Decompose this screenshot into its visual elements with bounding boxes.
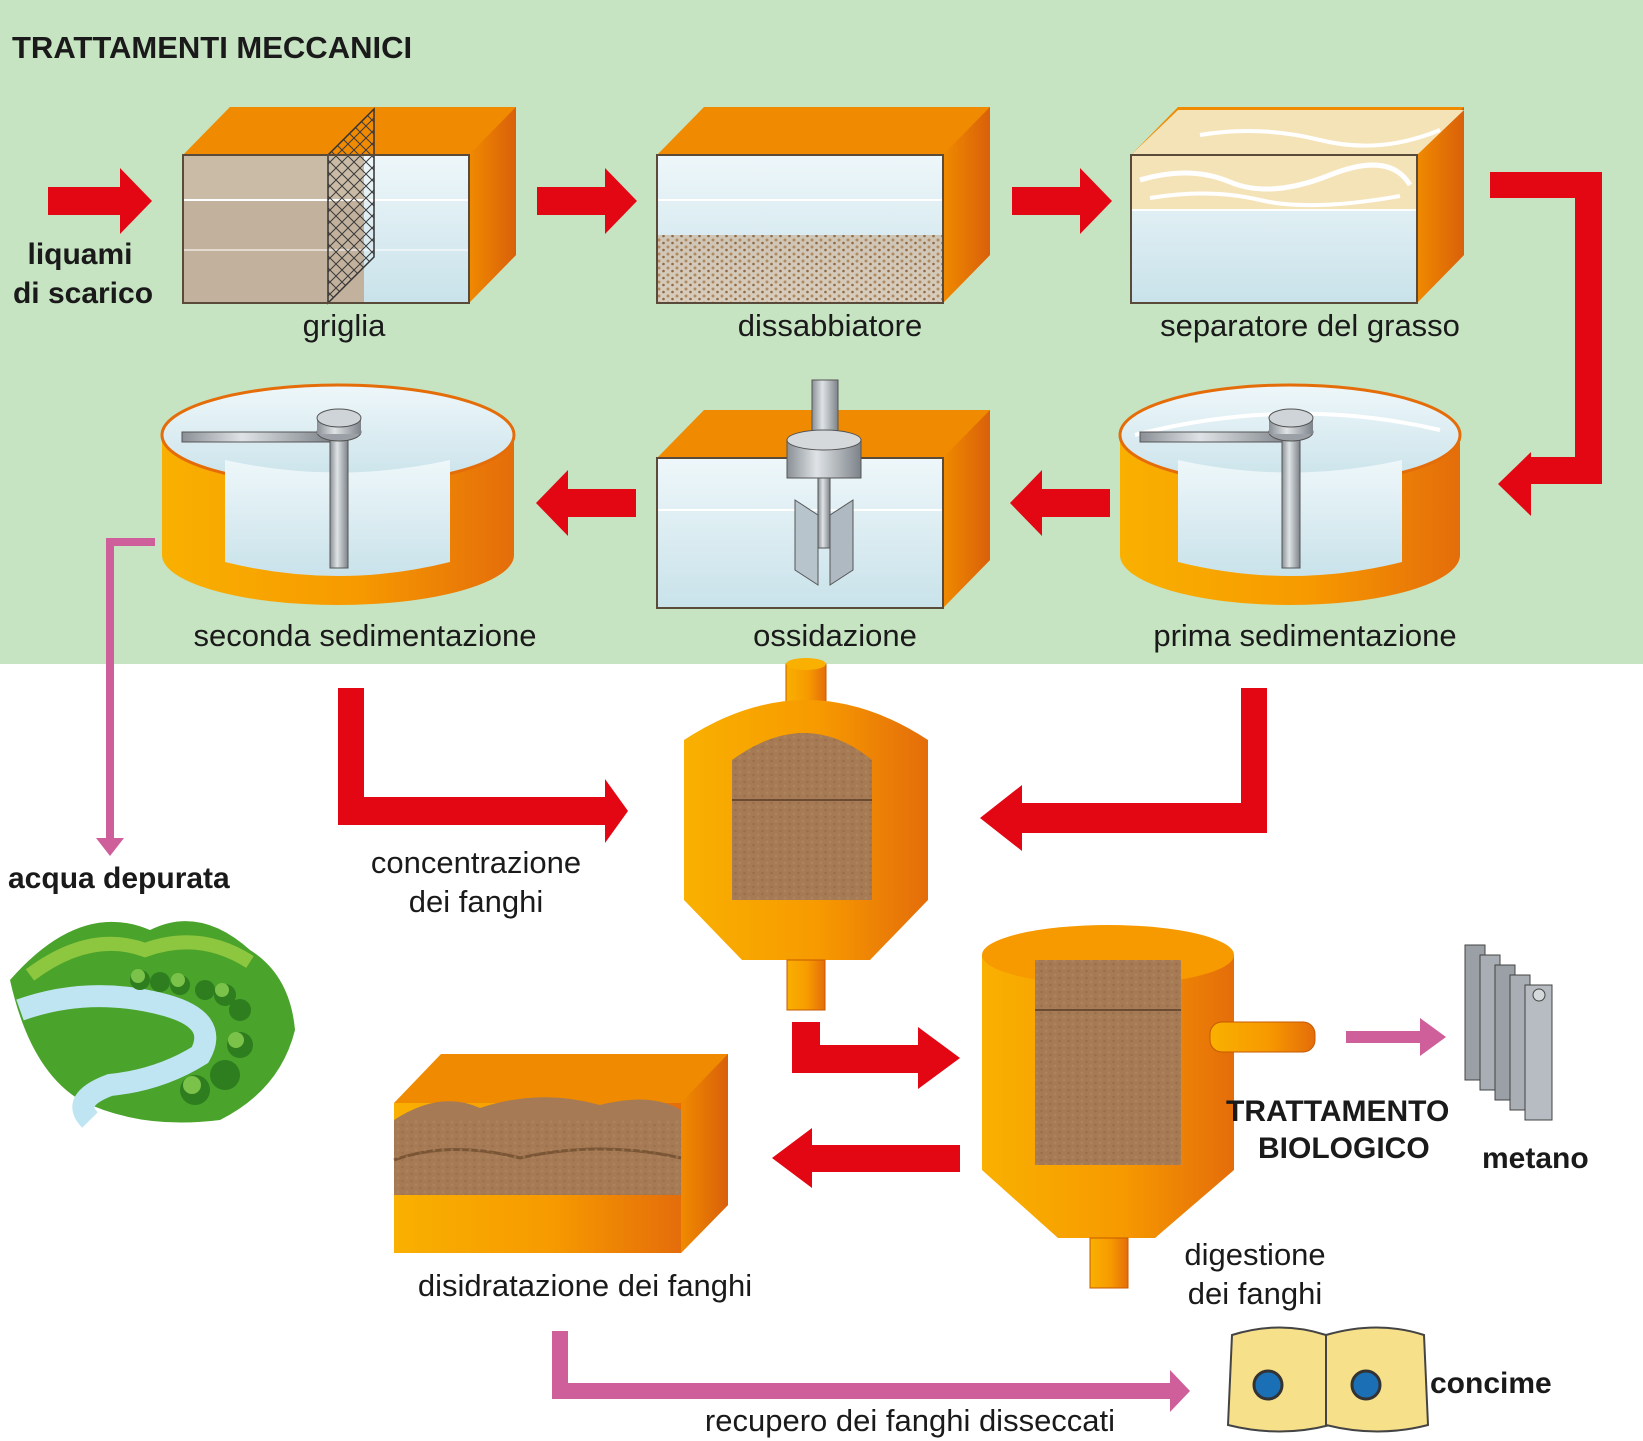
- to-disidratazione-arrow: [772, 1128, 960, 1188]
- digestione-label-line2: dei fanghi: [1187, 1276, 1323, 1311]
- prima-sedimentazione-label: prima sedimentazione: [1153, 618, 1457, 653]
- concentrazione-label-line1: concentrazione: [370, 845, 582, 880]
- griglia-tank: [182, 107, 516, 305]
- seconda-sedimentazione-tank: [160, 383, 516, 605]
- input-label-line2: di scarico: [12, 277, 154, 310]
- acqua-arrow: [96, 529, 155, 856]
- trattamento-label-line2: BIOLOGICO: [1258, 1132, 1430, 1165]
- ossidazione-label: ossidazione: [753, 618, 917, 653]
- separatore-tank: [1130, 107, 1464, 304]
- to-digestione-arrow: [792, 1022, 960, 1089]
- recupero-label: recupero dei fanghi disseccati: [704, 1403, 1116, 1438]
- metano-label: metano: [1482, 1142, 1589, 1175]
- recupero-arrow: [552, 1331, 1190, 1412]
- input-arrow: [48, 168, 152, 234]
- concime-bags: [1226, 1326, 1430, 1433]
- metano-radiator: [1464, 944, 1553, 1121]
- arrow-3: [1010, 470, 1110, 536]
- digestione-tank: [982, 925, 1316, 1289]
- right-connector-arrow: [1490, 172, 1602, 516]
- disidratazione-tank: [393, 1054, 728, 1253]
- page-title: TRATTAMENTI MECCANICI: [12, 30, 413, 65]
- concentrazione-label-line2: dei fanghi: [408, 884, 544, 919]
- concentrazione-right-arrow: [980, 688, 1267, 851]
- prima-sedimentazione-tank: [1118, 383, 1462, 605]
- concentrazione-tank: [684, 658, 928, 1011]
- input-label-line1: liquami: [27, 238, 133, 271]
- metano-arrow: [1346, 1018, 1446, 1056]
- acqua-depurata-label: acqua depurata: [8, 862, 230, 895]
- griglia-label: griglia: [302, 308, 386, 343]
- digestione-label-line1: digestione: [1184, 1237, 1326, 1272]
- dissabbiatore-label: dissabbiatore: [737, 308, 923, 343]
- ossidazione-tank: [656, 379, 990, 609]
- disidratazione-label: disidratazione dei fanghi: [417, 1268, 753, 1303]
- separatore-label: separatore del grasso: [1160, 308, 1460, 343]
- arrow-1: [537, 168, 637, 234]
- arrow-4: [536, 470, 636, 536]
- concentrazione-left-arrow: [338, 688, 628, 843]
- dissabbiatore-tank: [656, 107, 990, 304]
- seconda-sedimentazione-label: seconda sedimentazione: [193, 618, 537, 653]
- landscape-icon: [10, 921, 295, 1128]
- trattamento-label-line1: TRATTAMENTO: [1226, 1095, 1450, 1128]
- concime-label: concime: [1430, 1367, 1552, 1400]
- arrow-2: [1012, 168, 1112, 234]
